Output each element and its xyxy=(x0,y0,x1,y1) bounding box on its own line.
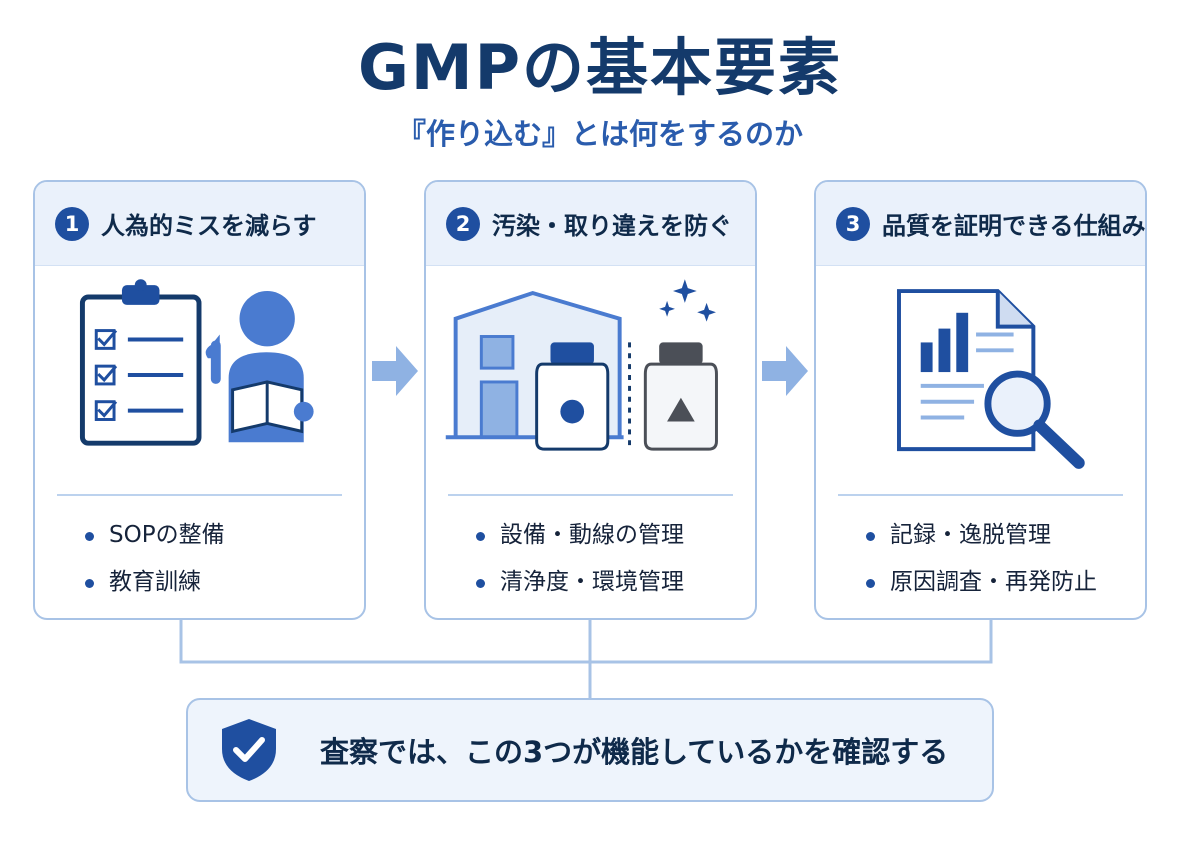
card-bullet-list: 設備・動線の管理 清浄度・環境管理 xyxy=(476,512,684,606)
card-title: 品質を証明できる仕組み xyxy=(882,212,1146,240)
bottle-icon xyxy=(535,342,610,451)
summary-box: 査察では、この3つが機能しているかを確認する xyxy=(186,698,994,802)
list-item: 記録・逸脱管理 xyxy=(866,512,1097,559)
person-reading-icon xyxy=(205,291,314,443)
list-item: SOPの整備 xyxy=(85,512,225,559)
step-number-badge: 2 xyxy=(446,206,480,241)
arrow-right-icon xyxy=(762,346,808,396)
clipboard-checklist-icon xyxy=(79,279,202,446)
card-bullet-list: SOPの整備 教育訓練 xyxy=(85,512,225,606)
step-number-badge: 3 xyxy=(836,206,870,241)
list-item: 原因調査・再発防止 xyxy=(866,559,1097,606)
card-divider xyxy=(838,494,1123,496)
card-header: 3 品質を証明できる仕組み xyxy=(816,182,1145,266)
card-title: 汚染・取り違えを防ぐ xyxy=(492,212,732,240)
bottle-icon xyxy=(643,342,718,451)
card-bullet-list: 記録・逸脱管理 原因調査・再発防止 xyxy=(866,512,1097,606)
shield-check-icon xyxy=(222,719,276,781)
list-item: 教育訓練 xyxy=(85,559,225,606)
arrow-right-icon xyxy=(372,346,418,396)
card-header: 1 人為的ミスを減らす xyxy=(35,182,364,266)
card-title: 人為的ミスを減らす xyxy=(101,212,317,240)
magnifier-icon xyxy=(984,370,1085,469)
card-divider xyxy=(448,494,733,496)
page-title: GMPの基本要素 xyxy=(357,31,843,104)
summary-text: 査察では、この3つが機能しているかを確認する xyxy=(320,735,949,769)
card-contamination: 2 汚染・取り違えを防ぐ 設備・ xyxy=(424,180,757,620)
document-magnifier-illustration xyxy=(897,289,1085,469)
page-subtitle: 『作り込む』とは何をするのか xyxy=(396,117,803,151)
card-divider xyxy=(57,494,342,496)
clipboard-person-illustration xyxy=(79,279,314,446)
card-human-error: 1 人為的ミスを減らす SO xyxy=(33,180,366,620)
card-quality-proof: 3 品質を証明できる仕組み 記録・逸脱管理 原因調査・再発防止 xyxy=(814,180,1147,620)
sparkle-icon xyxy=(659,279,716,322)
facility-bottles-illustration xyxy=(445,279,718,451)
step-number-badge: 1 xyxy=(55,206,89,241)
card-header: 2 汚染・取り違えを防ぐ xyxy=(426,182,755,266)
list-item: 清浄度・環境管理 xyxy=(476,559,684,606)
list-item: 設備・動線の管理 xyxy=(476,512,684,559)
